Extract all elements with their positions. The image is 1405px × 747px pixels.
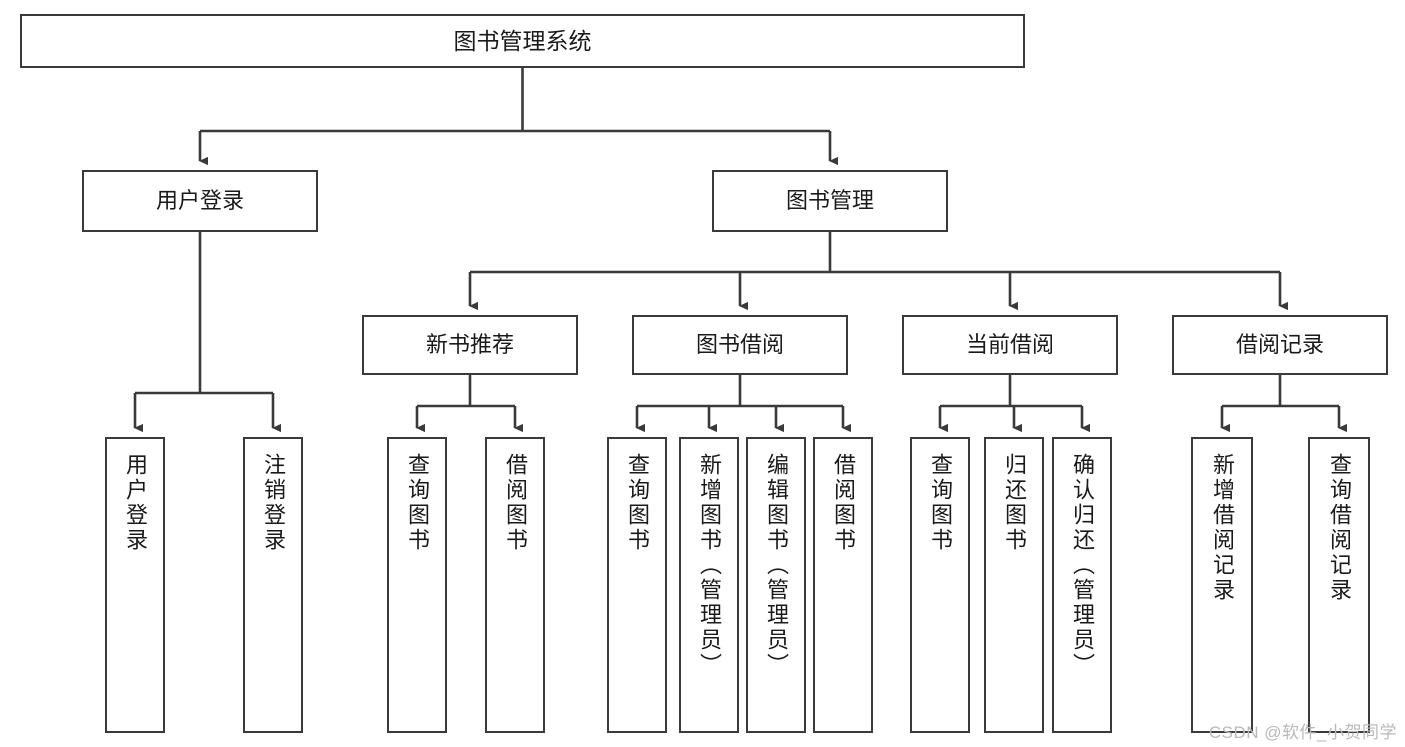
node-newbook[interactable]: 新书推荐: [362, 315, 578, 375]
node-l-new-2[interactable]: 借阅图书: [485, 437, 545, 733]
node-l-bor-1[interactable]: 查询图书: [607, 437, 667, 733]
node-label: 当前借阅: [965, 332, 1054, 358]
node-label: 查询图书: [928, 453, 953, 553]
node-label: 图书借阅: [695, 332, 784, 358]
node-l-cur-1[interactable]: 查询图书: [910, 437, 970, 733]
node-label: 新增图书（管理员）: [697, 453, 722, 678]
node-label: 查询图书: [405, 453, 430, 553]
node-label: 归还图书: [1002, 453, 1027, 553]
node-label: 查询图书: [625, 453, 650, 553]
node-label: 编辑图书（管理员）: [764, 453, 789, 678]
node-login[interactable]: 用户登录: [82, 170, 318, 232]
node-l-bor-2[interactable]: 新增图书（管理员）: [679, 437, 739, 733]
node-records[interactable]: 借阅记录: [1172, 315, 1388, 375]
node-label: 借阅图书: [831, 453, 856, 553]
node-label: 用户登录: [155, 188, 244, 214]
node-label: 图书管理系统: [453, 27, 592, 54]
node-l-bor-4[interactable]: 借阅图书: [813, 437, 873, 733]
node-l-rec-1[interactable]: 新增借阅记录: [1191, 437, 1253, 733]
node-label: 注销登录: [261, 453, 286, 553]
node-root[interactable]: 图书管理系统: [20, 14, 1025, 68]
node-label: 新书推荐: [425, 332, 514, 358]
node-borrow[interactable]: 图书借阅: [632, 315, 848, 375]
node-label: 确认归还（管理员）: [1070, 453, 1095, 678]
node-l-login-2[interactable]: 注销登录: [243, 437, 303, 733]
node-label: 用户登录: [123, 453, 148, 553]
node-label: 查询借阅记录: [1327, 453, 1352, 603]
node-l-cur-3[interactable]: 确认归还（管理员）: [1052, 437, 1112, 733]
node-label: 新增借阅记录: [1210, 453, 1235, 603]
node-l-rec-2[interactable]: 查询借阅记录: [1308, 437, 1370, 733]
node-label: 借阅图书: [503, 453, 528, 553]
node-bookmgmt[interactable]: 图书管理: [712, 170, 948, 232]
node-label: 图书管理: [785, 188, 874, 214]
node-l-login-1[interactable]: 用户登录: [105, 437, 165, 733]
node-l-cur-2[interactable]: 归还图书: [984, 437, 1044, 733]
node-l-bor-3[interactable]: 编辑图书（管理员）: [746, 437, 806, 733]
node-l-new-1[interactable]: 查询图书: [387, 437, 447, 733]
node-label: 借阅记录: [1235, 332, 1324, 358]
node-current[interactable]: 当前借阅: [902, 315, 1118, 375]
